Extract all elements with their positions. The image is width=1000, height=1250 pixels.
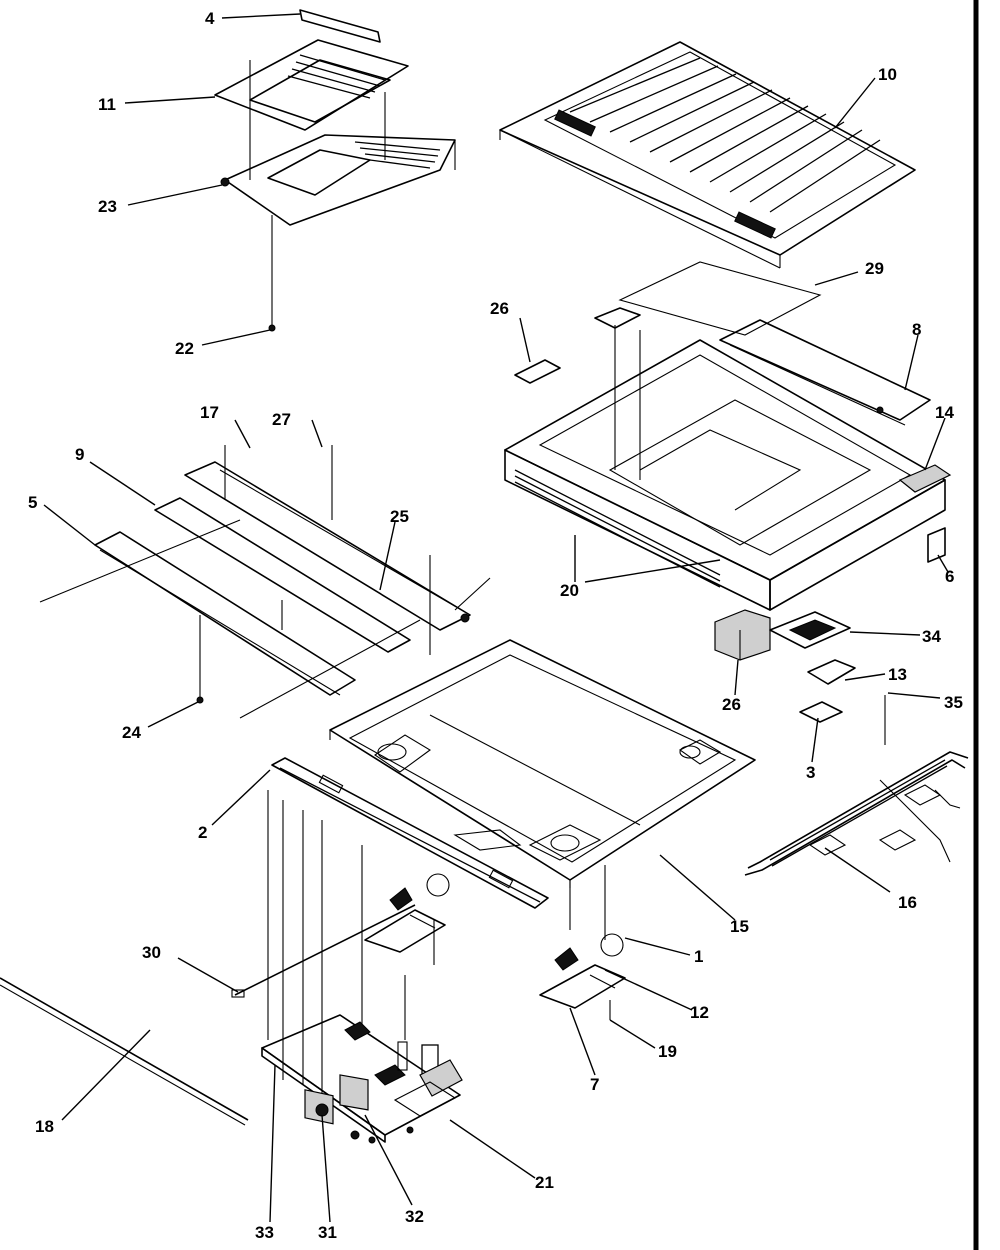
assembly-guide-lines: [267, 790, 406, 1100]
evaporator-fan-right: [539, 933, 626, 1020]
label-20: 20: [560, 581, 579, 600]
label-24: 24: [122, 723, 141, 742]
label-13: 13: [888, 665, 907, 684]
label-15: 15: [730, 917, 749, 936]
label-28: 26: [490, 299, 509, 318]
label-18: 18: [35, 1117, 54, 1136]
label-25: 25: [390, 507, 409, 526]
label-27: 27: [272, 410, 291, 429]
label-11: 11: [98, 95, 116, 114]
part-15-plate: [329, 639, 756, 940]
label-29: 29: [865, 259, 884, 278]
part-21-control-board: [261, 1014, 463, 1144]
part-30-end: [231, 989, 245, 998]
label-31: 31: [318, 1223, 337, 1242]
part-6-tab: [927, 527, 946, 563]
label-12: 12: [690, 1003, 709, 1022]
label-3: 3: [806, 763, 815, 782]
label-32: 32: [405, 1207, 424, 1226]
label-10: 10: [878, 65, 897, 84]
leader-lines: [43, 13, 949, 1223]
label-23: 23: [98, 197, 117, 216]
label-4: 4: [205, 9, 215, 28]
label-26: 26: [722, 695, 741, 714]
callout-labels: 4 11 23 22 10 29 26 8 14 6 20 34 26 13 3…: [28, 9, 963, 1242]
label-9: 9: [75, 445, 84, 464]
label-16: 16: [898, 893, 917, 912]
label-34: 34: [922, 627, 941, 646]
part-13-bracket: [807, 659, 856, 685]
part-10-top-cover: [499, 41, 916, 269]
label-1: 1: [694, 947, 703, 966]
part-18-cable: [0, 977, 249, 1126]
label-33: 33: [255, 1223, 274, 1242]
label-8: 8: [912, 320, 921, 339]
label-6: 6: [945, 567, 954, 586]
trim-strips-group: [39, 445, 491, 719]
label-30: 30: [142, 943, 161, 962]
label-35: 35: [944, 693, 963, 712]
part-30-rod: [234, 904, 416, 996]
label-2: 2: [198, 823, 207, 842]
main-liner-body: [504, 307, 952, 611]
evaporator-fan-left: [364, 873, 450, 965]
label-22: 22: [175, 339, 194, 358]
part-11-housing: [214, 39, 409, 180]
part-26-foot: [714, 609, 771, 661]
part-16-heater: [744, 695, 969, 876]
label-14: 14: [935, 403, 954, 422]
part-3-clip: [799, 701, 843, 723]
label-21: 21: [535, 1173, 554, 1192]
label-7: 7: [590, 1075, 599, 1094]
part-4-plate: [299, 9, 381, 43]
label-5: 5: [28, 493, 37, 512]
part-23-housing: [220, 134, 456, 226]
label-19: 19: [658, 1042, 677, 1061]
part-22-screw: [268, 324, 276, 332]
part-29-shelf: [618, 261, 822, 336]
label-17: 17: [200, 403, 219, 422]
part-2-rail: [271, 757, 549, 909]
part-34-box: [769, 611, 851, 649]
part-28-label: [514, 359, 561, 384]
